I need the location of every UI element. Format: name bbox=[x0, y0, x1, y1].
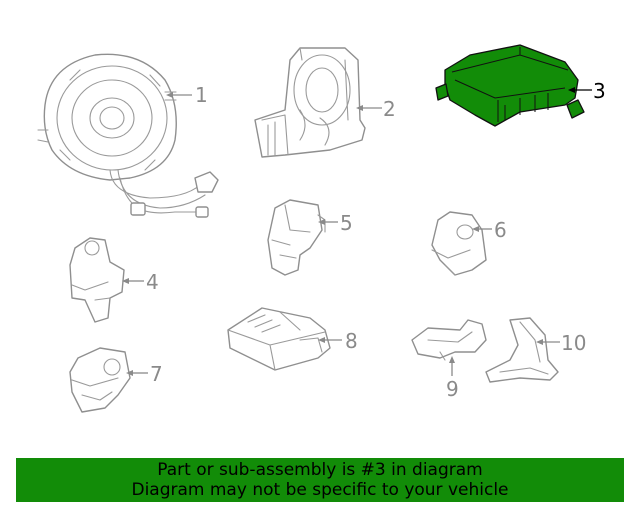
callout-7[interactable]: 7 bbox=[150, 362, 163, 386]
part-3-airbag-control-module[interactable] bbox=[435, 44, 585, 127]
banner-line-disclaimer: Diagram may not be specific to your vehi… bbox=[131, 480, 509, 500]
callout-4[interactable]: 4 bbox=[146, 270, 159, 294]
callout-8[interactable]: 8 bbox=[345, 329, 358, 353]
part-1-clock-spring[interactable] bbox=[37, 53, 219, 218]
callout-3[interactable]: 3 bbox=[593, 79, 606, 103]
diagram-note-banner: Part or sub-assembly is #3 in diagram Di… bbox=[16, 458, 624, 502]
part-4-impact-sensor[interactable] bbox=[69, 237, 125, 323]
callout-6[interactable]: 6 bbox=[494, 218, 507, 242]
callout-2[interactable]: 2 bbox=[383, 97, 396, 121]
callout-10[interactable]: 10 bbox=[561, 331, 586, 355]
callout-5[interactable]: 5 bbox=[340, 211, 353, 235]
part-8-occupant-sensor-module[interactable] bbox=[227, 307, 331, 371]
callout-1[interactable]: 1 bbox=[195, 83, 208, 107]
part-7-impact-sensor[interactable] bbox=[69, 347, 131, 413]
banner-line-part-number: Part or sub-assembly is #3 in diagram bbox=[157, 460, 483, 480]
part-2-steering-angle-sensor[interactable] bbox=[254, 47, 366, 158]
part-5-impact-sensor[interactable] bbox=[267, 199, 326, 276]
part-10-sensor-bracket[interactable] bbox=[485, 317, 559, 383]
callout-leaders bbox=[122, 87, 592, 376]
part-9-sensor[interactable] bbox=[411, 319, 487, 361]
part-6-impact-sensor[interactable] bbox=[431, 211, 487, 276]
callout-9[interactable]: 9 bbox=[446, 377, 459, 401]
